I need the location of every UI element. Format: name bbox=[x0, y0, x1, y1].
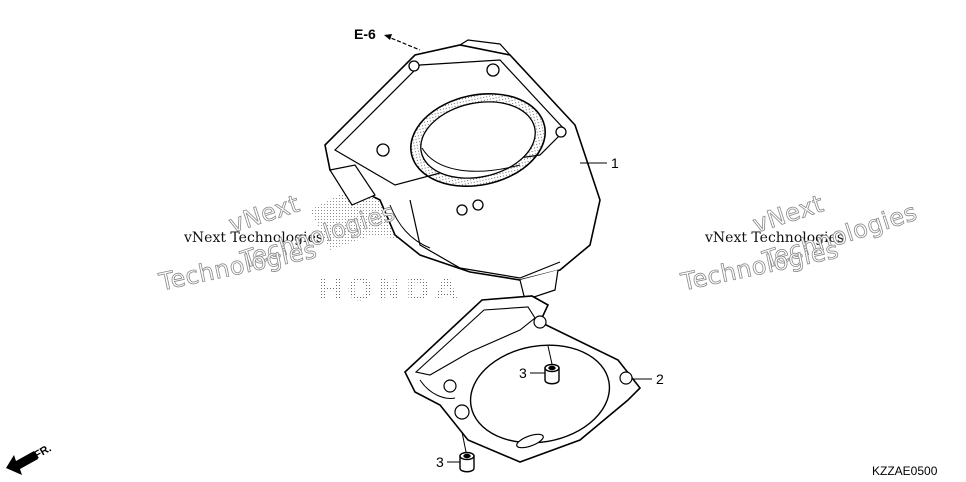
reference-label: E-6 bbox=[354, 26, 376, 42]
reference-arrow bbox=[384, 34, 421, 51]
callout-2: 2 bbox=[656, 371, 664, 387]
dowel-pin-lower bbox=[459, 451, 475, 473]
diagram-code: KZZAE0500 bbox=[872, 464, 938, 478]
front-arrow-icon bbox=[6, 451, 38, 475]
cylinder-gasket bbox=[404, 295, 642, 463]
watermark-line-left: vNext Technologies bbox=[184, 230, 324, 246]
watermark-line-right: vNext Technologies bbox=[705, 230, 845, 246]
callout-3-upper: 3 bbox=[519, 365, 527, 381]
dowel-axis-upper bbox=[547, 345, 553, 365]
dowel-pin-upper bbox=[544, 363, 560, 385]
engine-cylinder bbox=[324, 39, 601, 301]
callout-1: 1 bbox=[611, 155, 619, 171]
honda-logo-text: HONDA bbox=[318, 273, 462, 308]
dowel-axis-lower bbox=[461, 431, 467, 453]
callout-3-lower: 3 bbox=[436, 454, 444, 470]
